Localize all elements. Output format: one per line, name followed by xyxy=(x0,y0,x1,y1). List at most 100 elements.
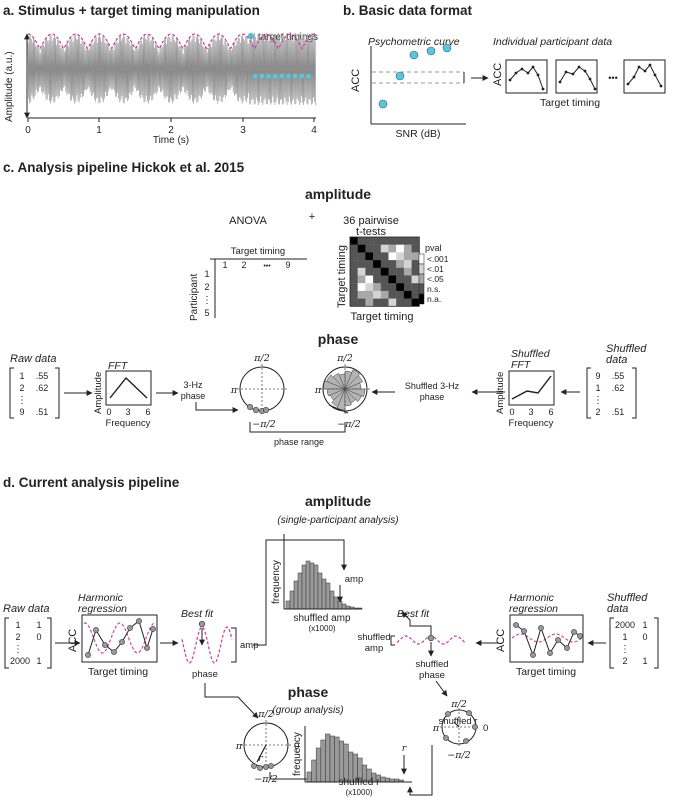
shuffled-phase-to-circle xyxy=(435,680,448,697)
hist2-bar-1 xyxy=(306,771,312,783)
harm1-fit xyxy=(83,622,156,654)
individual-point-1-7 xyxy=(541,87,545,91)
individual-box-2 xyxy=(555,59,598,94)
raw-d-r1c1: 1 xyxy=(15,620,20,630)
matrix-cell-8-3 xyxy=(373,298,381,307)
psychometric-axes xyxy=(370,46,466,125)
anova-label: ANOVA xyxy=(229,215,267,227)
matrix-cell-7-5 xyxy=(388,290,397,299)
hist2-x1000: (x1000) xyxy=(345,788,372,797)
harm1-point-2 xyxy=(93,627,99,633)
harm1-line xyxy=(87,620,154,656)
col-9: 9 xyxy=(285,260,290,270)
sd-c-r2c2: .62 xyxy=(612,383,625,393)
amplitude-heading-d: amplitude xyxy=(305,493,371,509)
raw-d-r2c2: 0 xyxy=(36,632,41,642)
individual-title: Individual participant data xyxy=(493,36,612,48)
matrix-cell-5-4 xyxy=(380,275,389,284)
hist2-bar-17 xyxy=(380,776,386,783)
gc-r: r xyxy=(258,753,264,764)
hist2-bar-18 xyxy=(384,777,391,783)
sd-c-ellipsis: ⋮ xyxy=(593,395,603,406)
shuffled-data-title-1: Shuffled xyxy=(606,343,647,355)
participant-table: Target timing 1 2 ••• 9 1 2 ⋮ 5 Particip… xyxy=(189,246,307,321)
psych-point-3 xyxy=(409,50,419,60)
hist1-bar-2 xyxy=(289,590,295,610)
sfft-xlabel: Frequency xyxy=(509,418,554,429)
matrix-cell-8-2 xyxy=(365,298,374,307)
matrix-cell-0-8 xyxy=(411,237,420,245)
shuffled-data-title-2: data xyxy=(606,354,627,366)
matrix-cell-7-2 xyxy=(365,290,374,299)
fft-curve xyxy=(109,376,148,399)
matrix-cell-8-7 xyxy=(403,298,412,307)
shuffled-amp-bracket xyxy=(390,635,395,646)
individual-point-1-5 xyxy=(531,65,535,69)
hist2-r: r xyxy=(402,743,408,754)
sc-pi: π xyxy=(432,723,440,734)
time-axis: 0 1 2 3 4 Time (s) xyxy=(25,117,317,146)
matrix-cell-6-5 xyxy=(388,283,397,292)
waveform-trace xyxy=(27,32,316,106)
shuffled-best-fit-title: Best fit xyxy=(397,608,430,620)
sd-d-title-2: data xyxy=(607,603,628,615)
individual-point-1-3 xyxy=(520,67,524,71)
hz-phase-2: phase xyxy=(181,391,206,401)
rose-range-line xyxy=(328,404,349,414)
psych-point-4 xyxy=(426,46,436,56)
best-fit-phase: phase xyxy=(192,669,218,680)
pval-item-5: n.a. xyxy=(427,294,441,304)
raw-d-ellipsis: ⋮ xyxy=(13,644,23,655)
pval-item-3: <.05 xyxy=(427,274,444,284)
matrix-cell-2-6 xyxy=(396,252,405,261)
individual-box-3 xyxy=(623,59,666,94)
fft-tick-3: 3 xyxy=(125,407,130,417)
gc-neg-pi-half: −π/2 xyxy=(254,774,277,785)
s-harmonic-xlabel: Target timing xyxy=(516,666,576,678)
harm1-point-3 xyxy=(102,642,108,648)
matrix-cell-3-4 xyxy=(380,260,389,268)
harm1-point-4 xyxy=(111,649,117,655)
hist1-ylabel: frequency xyxy=(271,560,282,604)
shuffled-amp-1: shuffled xyxy=(357,632,390,643)
harm2-point-1 xyxy=(513,622,519,628)
harm1-point-1 xyxy=(85,652,91,658)
shuffled-fft-1: Shuffled xyxy=(511,348,551,360)
raw-c-r2c1: 2 xyxy=(19,383,24,393)
sd-d-r2c2: 0 xyxy=(642,632,647,642)
raw-d-r2c1: 2 xyxy=(15,632,20,642)
matrix-cell-4-7 xyxy=(403,267,412,276)
matrix-cell-6-7 xyxy=(403,283,412,292)
pval-item-2: <.01 xyxy=(427,264,444,274)
target-dot-3 xyxy=(266,73,271,79)
shuffled-fft-box xyxy=(508,370,555,406)
shuffled-amp-to-hist xyxy=(401,611,432,637)
row-5: 5 xyxy=(204,308,209,318)
hist1-bar-12 xyxy=(329,590,335,610)
target-dot-5 xyxy=(279,73,285,79)
phase-subheading-d: (group analysis) xyxy=(272,705,343,716)
panel-b: b. Basic data format Psychometric curve … xyxy=(343,3,666,140)
ttests-line1: 36 pairwise xyxy=(343,215,399,227)
harmonic-box xyxy=(81,614,158,663)
raw-c-r1c1: 1 xyxy=(19,371,24,381)
matrix-cell-1-0 xyxy=(350,244,358,253)
individual-point-3-6 xyxy=(653,73,657,77)
pval-item-4: n.s. xyxy=(427,284,441,294)
target-dot-8 xyxy=(299,73,305,79)
matrix-cell-4-6 xyxy=(396,267,405,276)
matrix-cell-6-4 xyxy=(380,283,389,292)
sd-c-r4c1: 2 xyxy=(595,407,600,417)
matrix-cell-1-1 xyxy=(357,244,366,253)
sd-c-r1c1: 9 xyxy=(595,371,600,381)
shuffled-phase-1-d: shuffled xyxy=(415,659,448,670)
matrix-cell-2-8 xyxy=(411,252,420,261)
individual-point-3-3 xyxy=(637,65,641,69)
hist2-bar-7 xyxy=(334,736,340,783)
sc-neg-pi-half: −π/2 xyxy=(447,750,470,761)
raw-d-r1c2: 1 xyxy=(36,620,41,630)
raw-data-title-d: Raw data xyxy=(3,603,49,615)
matrix-cell-2-4 xyxy=(380,252,389,261)
hist2-bar-4 xyxy=(320,739,326,783)
